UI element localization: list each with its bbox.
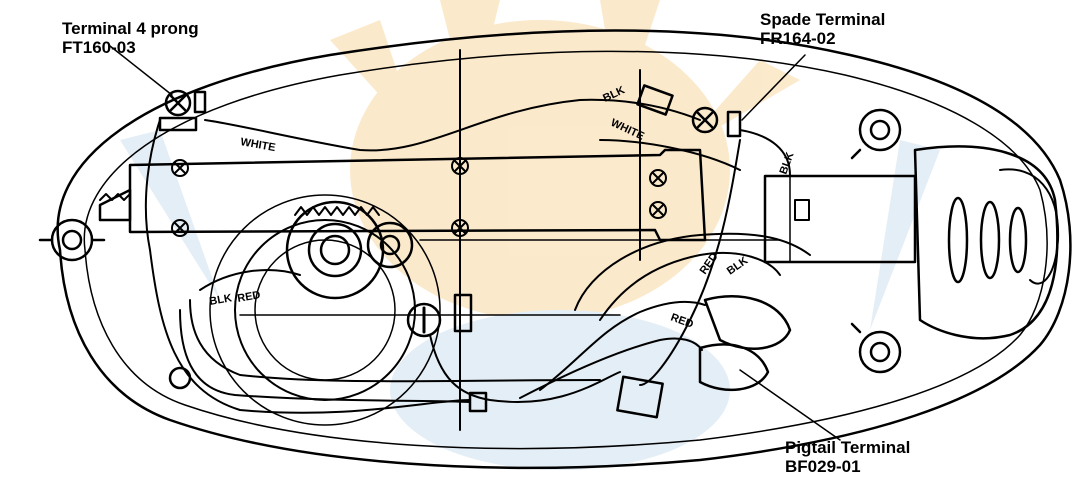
- watermark: [120, 0, 940, 470]
- wire-harness: [144, 98, 811, 414]
- callout-terminal-4-prong-name: Terminal 4 prong: [62, 19, 199, 38]
- motor-housing: [234, 219, 416, 401]
- wire-label-red-mid: RED: [669, 312, 695, 331]
- pigtail-terminals: [616, 295, 792, 419]
- vent-slot: [979, 200, 1001, 280]
- wire-label-red-left: RED: [236, 289, 261, 305]
- wire-label-white-left: WHITE: [239, 136, 276, 154]
- mounting-boss: [38, 108, 902, 390]
- brush-cap: [406, 302, 442, 338]
- housing-inner-outline: [83, 50, 1048, 450]
- callout-pigtail-terminal-part: BF029-01: [785, 457, 861, 476]
- shaft-tube: [763, 174, 917, 264]
- callout-spade-terminal-name: Spade Terminal: [760, 10, 886, 29]
- callout-terminal-4-prong-part: FT160-03: [62, 38, 136, 57]
- leader-lines: [109, 45, 841, 441]
- callout-pigtail-terminal: Pigtail Terminal BF029-01: [785, 438, 910, 476]
- vent-slot: [947, 196, 969, 284]
- screw: [171, 157, 667, 237]
- terminal-4-prong: [158, 89, 207, 132]
- wire-label-blk-lower: BLK: [725, 255, 750, 278]
- callout-spade-terminal-part: FR164-02: [760, 29, 836, 48]
- callout-pigtail-terminal-name: Pigtail Terminal: [785, 438, 911, 457]
- spade-terminal: [636, 84, 742, 138]
- callout-spade-terminal: Spade Terminal FR164-02: [760, 10, 885, 48]
- wire-label-blk-right: BLK: [778, 151, 797, 176]
- vent-slot: [1008, 206, 1028, 274]
- wire-label-blk-left: BLK: [208, 292, 232, 308]
- nose-cone: [913, 145, 1059, 340]
- callout-terminal-4-prong: Terminal 4 prong FT160-03: [62, 19, 199, 57]
- housing-outline: [56, 29, 1072, 470]
